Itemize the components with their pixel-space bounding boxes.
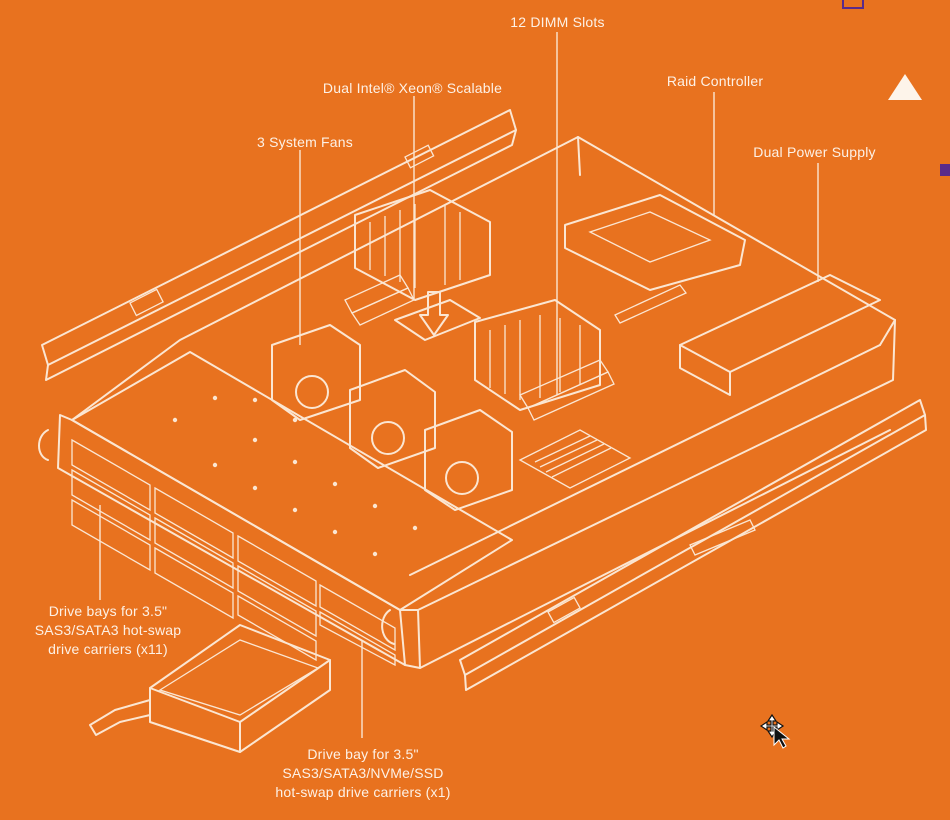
side-rail	[459, 399, 927, 691]
cpu-heatsinks	[354, 189, 601, 411]
side-marker	[940, 164, 950, 176]
dimm-label: 12 DIMM Slots	[510, 14, 605, 30]
corner-marker	[842, 0, 864, 9]
rear-rail	[41, 109, 517, 381]
system-fans	[271, 324, 513, 511]
drive-bay-label-line1: Drive bay for 3.5"	[307, 746, 419, 762]
power-supply	[518, 274, 881, 489]
drive-bay-label-line3: hot-swap drive carriers (x1)	[275, 784, 451, 800]
drive-bay-label-line2: SAS3/SATA3/NVMe/SSD	[282, 765, 444, 781]
dimm-slots	[344, 274, 615, 421]
raid-controller	[564, 194, 746, 324]
drive-carrier	[89, 624, 331, 753]
drive-bays-label: Drive bays for 3.5" SAS3/SATA3 hot-swap …	[18, 602, 198, 659]
chassis	[57, 136, 896, 669]
move-cursor-icon	[759, 713, 791, 749]
drive-bays-label-line2: SAS3/SATA3 hot-swap	[34, 622, 182, 638]
leader-lines	[99, 32, 819, 738]
drive-bays	[38, 429, 396, 667]
cpu-label: Dual Intel® Xeon® Scalable	[322, 80, 503, 96]
raid-label: Raid Controller	[666, 73, 764, 89]
triangle-up-icon[interactable]	[888, 74, 922, 100]
drive-bays-label-line3: drive carriers (x11)	[48, 641, 168, 657]
fans-label: 3 System Fans	[257, 134, 353, 150]
psu-label: Dual Power Supply	[753, 144, 876, 160]
drive-bays-label-line1: Drive bays for 3.5"	[48, 603, 168, 619]
drive-bay-label: Drive bay for 3.5" SAS3/SATA3/NVMe/SSD h…	[258, 745, 468, 802]
